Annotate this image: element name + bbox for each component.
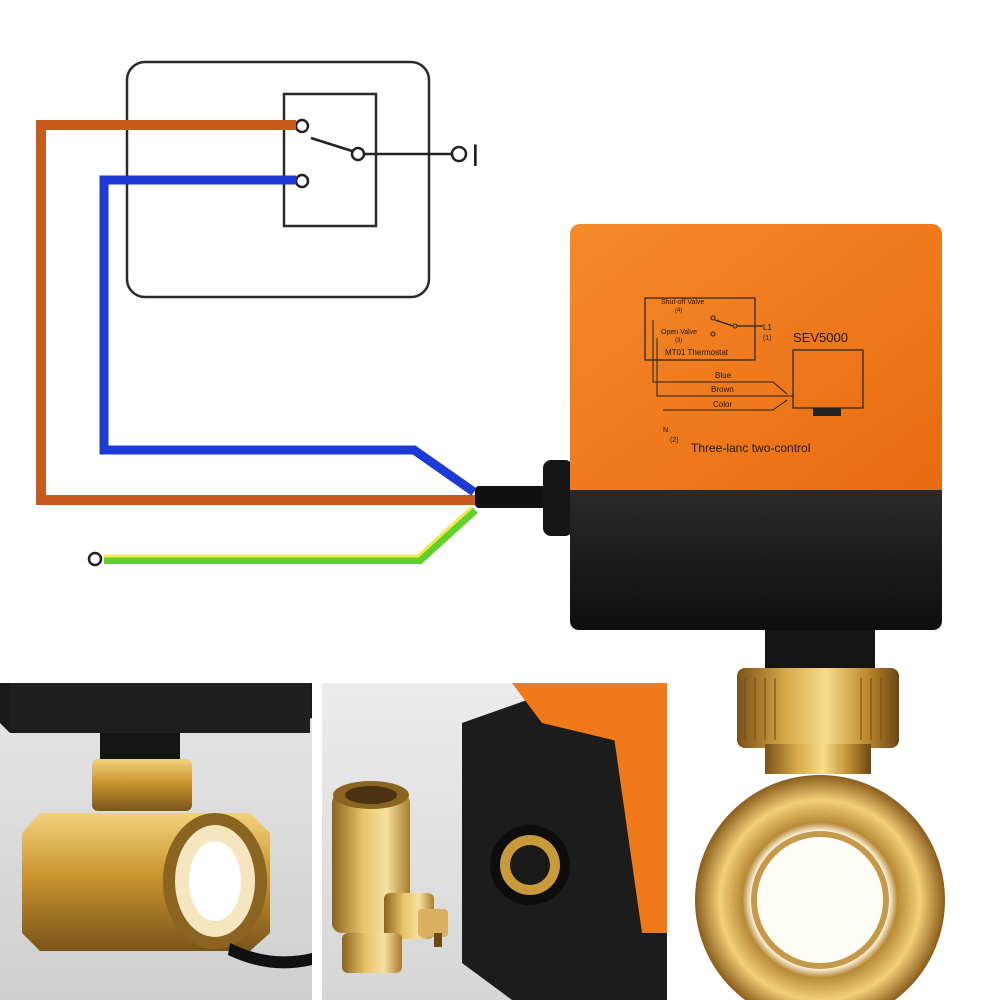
actuator-label: Shut-off Valve (4) Open Valve (3) MT01 T… — [644, 297, 864, 455]
terminal-circle — [450, 145, 468, 163]
earth-wire-green — [104, 507, 478, 564]
thermostat-label-box — [644, 297, 756, 361]
wiring-diagram: l — [36, 60, 479, 567]
label-shutoff: Shut-off Valve — [661, 299, 704, 306]
brown-wire — [36, 120, 478, 505]
switch-lever — [310, 136, 353, 153]
label-l1-num: (1) — [763, 335, 772, 342]
label-shutoff-num: (4) — [675, 308, 682, 314]
label-n: N — [663, 427, 668, 434]
photo-valve-actuator-end — [322, 683, 667, 1000]
label-color: Color — [713, 400, 732, 409]
actuator-main: Shut-off Valve (4) Open Valve (3) MT01 T… — [475, 224, 945, 1000]
switch-box — [282, 92, 378, 228]
valve-nut — [737, 668, 899, 748]
earth-wire-yellow — [104, 505, 474, 558]
photo-valve-side — [0, 683, 312, 1000]
label-brown: Brown — [711, 385, 734, 394]
label-open-num: (3) — [675, 338, 682, 344]
label-l1: L1 — [763, 323, 772, 332]
actuator-orange-housing — [570, 224, 942, 502]
valve-neck — [765, 744, 871, 774]
label-model: SEV5000 — [793, 330, 848, 345]
cable — [475, 486, 555, 508]
valve-bore — [751, 831, 889, 969]
blue-wire — [99, 175, 477, 496]
switch-contact-bottom — [294, 173, 310, 189]
cable-gland — [543, 460, 573, 536]
label-thermostat: MT01 Thermostat — [665, 348, 729, 357]
switch-pivot — [350, 146, 366, 162]
label-blue: Blue — [715, 371, 732, 380]
actuator-black-base — [570, 490, 942, 630]
label-caption: Three-lanc two-control — [691, 441, 810, 455]
terminal-mark: l — [472, 140, 479, 173]
label-open: Open Valve — [661, 329, 697, 336]
switch-contact-top — [294, 118, 310, 134]
label-n-num: (2) — [670, 437, 679, 444]
earth-terminal — [87, 551, 103, 567]
